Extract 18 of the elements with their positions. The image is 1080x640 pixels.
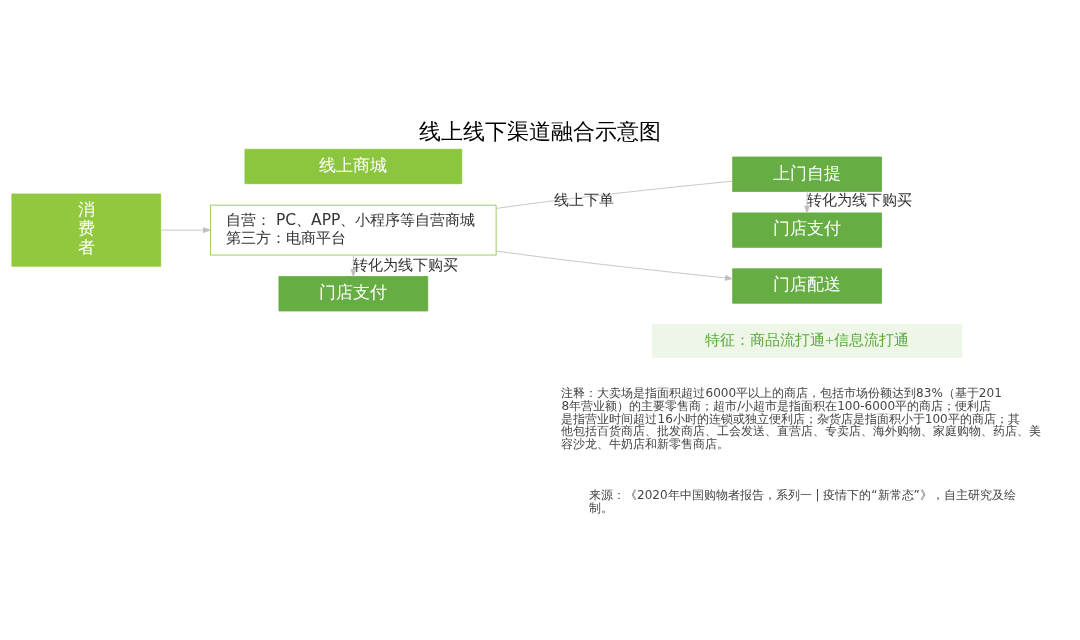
connector xyxy=(495,180,734,209)
node-box: 门店支付 xyxy=(732,212,882,248)
edge-label: 转化为线下购买 xyxy=(352,255,458,273)
node-box: 消费者 xyxy=(11,193,162,267)
edge-label: 线上下单 xyxy=(554,191,615,209)
label: 来源：《2020年中国购物者报告，系列一 | 疫情下的“新常态”》，自主研究及绘制。 xyxy=(589,487,1016,515)
label: 注释：大卖场是指面积超过6000平以上的商店，包括市场份额达到83%（基于2018年营业额）的主要零售商；超市/小超市是指面积在100-6000平的商店；便利店是指营业时间超过16小时的连锁或独立便利店；杂货店是指面积小于100平的商店；其他包括百货商店、批发商店、工会发送、直营店、专卖店、海外购物、家庭购物、药店、美容沙龙、牛奶店和新零售商店。 xyxy=(561,385,1042,452)
node-box: 线上商城 xyxy=(244,148,463,185)
diagram-title: 线上线下渠道融合示意图 xyxy=(419,117,661,144)
arrow xyxy=(495,250,733,281)
edge-label: 转化为线下购买 xyxy=(806,191,912,209)
node-box: 自营： PC、APP、小程序等自营商城 第三方：电商平台 xyxy=(210,204,497,256)
node-box: 门店配送 xyxy=(732,268,882,304)
arrow xyxy=(804,191,810,214)
node-box: 特征：商品流打通+信息流打通 xyxy=(651,324,963,358)
arrow xyxy=(160,227,211,233)
node-box: 门店支付 xyxy=(278,276,429,312)
node-box: 上门自提 xyxy=(732,156,882,192)
